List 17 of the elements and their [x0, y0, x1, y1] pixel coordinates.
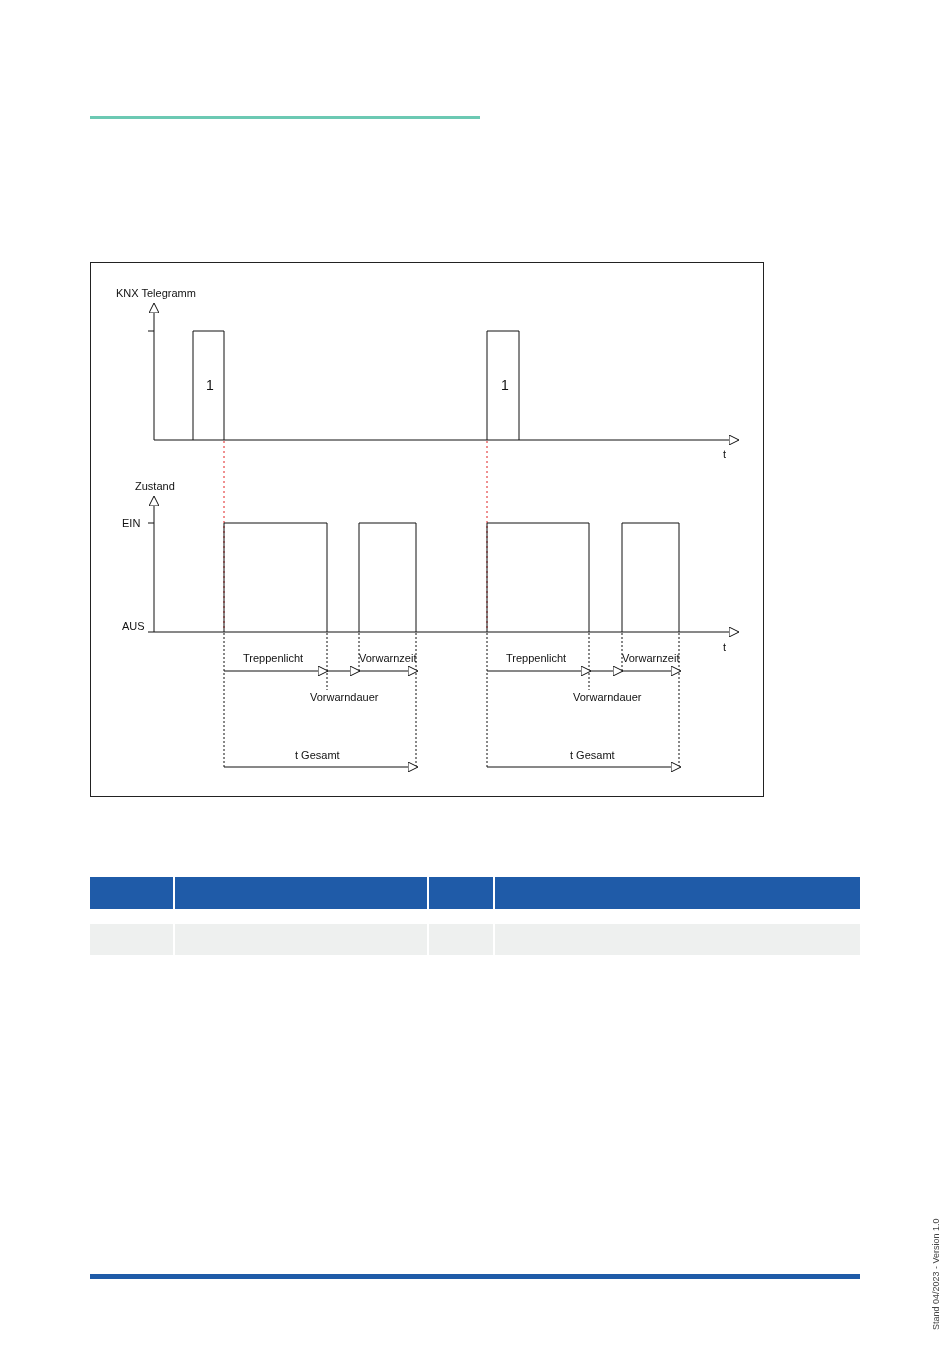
axis-label: t	[723, 448, 727, 461]
axis-label: t	[723, 641, 727, 654]
duration-label: t Gesamt	[570, 749, 615, 762]
axis-label: EIN	[122, 517, 141, 530]
version-note: Stand 04/2023 - Version 1.0	[930, 1218, 942, 1330]
duration-label: t Gesamt	[295, 749, 340, 762]
duration-label: Vorwarndauer	[573, 691, 642, 704]
pulse-value: 1	[501, 379, 509, 392]
duration-label: Vorwarnzeit	[359, 652, 417, 665]
axis-label: Zustand	[135, 480, 175, 493]
duration-label: Vorwarnzeit	[622, 652, 680, 665]
axis-label: KNX Telegramm	[116, 287, 196, 300]
duration-label: Treppenlicht	[506, 652, 567, 665]
pulse-value: 1	[206, 379, 214, 392]
duration-label: Vorwarndauer	[310, 691, 379, 704]
duration-label: Treppenlicht	[243, 652, 304, 665]
axis-label: AUS	[122, 620, 145, 633]
